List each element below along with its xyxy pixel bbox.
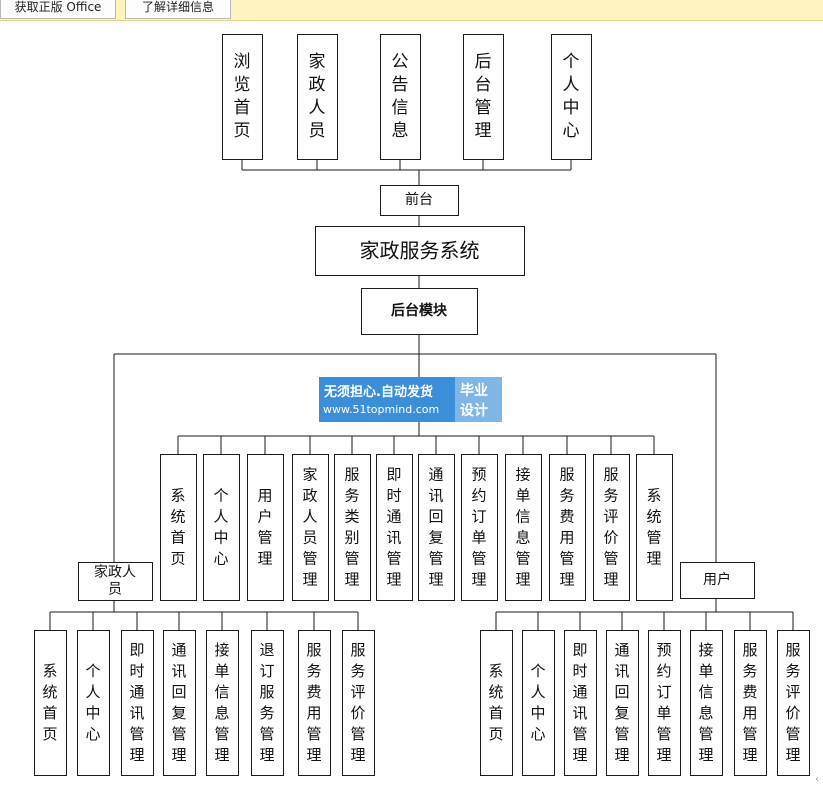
admin-module-11-label: 服务评价管理 xyxy=(603,466,618,589)
front-page-4: 后台管理 xyxy=(463,34,504,160)
staff-module-6-label: 退订服务管理 xyxy=(259,641,274,764)
staff-module-5: 接单信息管理 xyxy=(206,630,239,776)
admin-module-9: 接单信息管理 xyxy=(505,454,542,601)
user-node: 用户 xyxy=(680,562,755,599)
user-module-7-label: 服务费用管理 xyxy=(742,641,757,764)
admin-module-2-label: 个人中心 xyxy=(213,487,228,568)
user-module-2-label: 个人中心 xyxy=(530,662,545,743)
staff-node: 家政人员 xyxy=(78,562,153,601)
admin-module-11: 服务评价管理 xyxy=(593,454,630,601)
staff-module-1: 系统首页 xyxy=(34,630,67,776)
front-page-2-label: 家政人员 xyxy=(309,52,326,141)
connector-lines xyxy=(49,159,794,630)
user-module-1-label: 系统首页 xyxy=(488,662,503,743)
user-module-2: 个人中心 xyxy=(522,630,555,776)
user-module-4: 通讯回复管理 xyxy=(606,630,639,776)
front-node-label: 前台 xyxy=(405,191,433,208)
staff-module-3-label: 即时通讯管理 xyxy=(129,641,144,764)
staff-module-8-label: 服务评价管理 xyxy=(350,641,365,764)
admin-module-10-label: 服务费用管理 xyxy=(559,466,574,589)
user-module-6: 接单信息管理 xyxy=(690,630,723,776)
admin-module-5-label: 服务类别管理 xyxy=(344,466,359,589)
admin-module-12-label: 系统管理 xyxy=(646,487,661,568)
admin-module-12: 系统管理 xyxy=(636,454,673,601)
root-node: 家政服务系统 xyxy=(315,226,525,276)
staff-module-4: 通讯回复管理 xyxy=(163,630,196,776)
get-office-button[interactable]: 获取正版 Office xyxy=(0,0,116,19)
diagram-nodes: 浏览首页家政人员公告信息后台管理个人中心前台家政服务系统后台模块系统首页个人中心… xyxy=(34,34,810,776)
watermark-right-panel: 毕业 设计 xyxy=(455,377,502,422)
front-page-1-label: 浏览首页 xyxy=(234,52,251,141)
front-page-5: 个人中心 xyxy=(551,34,592,160)
admin-module-7: 通讯回复管理 xyxy=(418,454,455,601)
user-module-3: 即时通讯管理 xyxy=(564,630,597,776)
admin-module-3: 用户管理 xyxy=(247,454,284,601)
office-notification-bar: 获取正版 Office 了解详细信息 xyxy=(0,0,823,21)
user-module-1: 系统首页 xyxy=(480,630,513,776)
staff-module-6: 退订服务管理 xyxy=(251,630,284,776)
staff-module-1-label: 系统首页 xyxy=(42,662,57,743)
admin-module-2: 个人中心 xyxy=(203,454,240,601)
front-page-3-label: 公告信息 xyxy=(392,52,409,141)
staff-node-label: 家政人员 xyxy=(94,564,136,598)
staff-module-2: 个人中心 xyxy=(77,630,110,776)
admin-module-7-label: 通讯回复管理 xyxy=(428,466,443,589)
user-module-5-label: 预约订单管理 xyxy=(656,641,671,764)
admin-module-1-label: 系统首页 xyxy=(170,487,185,568)
user-module-7: 服务费用管理 xyxy=(734,630,767,776)
staff-module-5-label: 接单信息管理 xyxy=(214,641,229,764)
front-page-3: 公告信息 xyxy=(380,34,421,160)
watermark-left-panel: 无须担心.自动发货 www.51topmind.com xyxy=(319,377,455,422)
front-page-2: 家政人员 xyxy=(297,34,338,160)
watermark-side-bottom: 设计 xyxy=(460,403,488,419)
resize-corner-icon: ‹ xyxy=(815,774,819,785)
watermark-side-top: 毕业 xyxy=(460,383,488,399)
admin-module-8-label: 预约订单管理 xyxy=(471,466,486,589)
front-page-5-label: 个人中心 xyxy=(563,52,580,141)
admin-module-9-label: 接单信息管理 xyxy=(515,466,530,589)
staff-module-4-label: 通讯回复管理 xyxy=(171,641,186,764)
user-module-3-label: 即时通讯管理 xyxy=(572,641,587,764)
front-page-1: 浏览首页 xyxy=(222,34,263,160)
front-page-4-label: 后台管理 xyxy=(475,52,492,141)
backend-node-label: 后台模块 xyxy=(391,302,448,319)
front-node: 前台 xyxy=(380,185,459,216)
admin-module-6: 即时通讯管理 xyxy=(376,454,413,601)
user-module-8: 服务评价管理 xyxy=(777,630,810,776)
staff-module-7-label: 服务费用管理 xyxy=(306,641,321,764)
staff-module-2-label: 个人中心 xyxy=(85,662,100,743)
admin-module-4-label: 家政人员管理 xyxy=(302,466,317,589)
watermark-slogan: 无须担心.自动发货 xyxy=(324,385,433,400)
learn-more-button[interactable]: 了解详细信息 xyxy=(125,0,231,19)
staff-module-8: 服务评价管理 xyxy=(342,630,375,776)
admin-module-6-label: 即时通讯管理 xyxy=(386,466,401,589)
user-module-8-label: 服务评价管理 xyxy=(785,641,800,764)
admin-module-1: 系统首页 xyxy=(160,454,197,601)
root-node-label: 家政服务系统 xyxy=(360,239,480,263)
watermark-url: www.51topmind.com xyxy=(323,403,440,416)
admin-module-8: 预约订单管理 xyxy=(461,454,498,601)
staff-module-7: 服务费用管理 xyxy=(298,630,331,776)
user-module-6-label: 接单信息管理 xyxy=(698,641,713,764)
staff-module-3: 即时通讯管理 xyxy=(121,630,154,776)
admin-module-10: 服务费用管理 xyxy=(549,454,586,601)
admin-module-3-label: 用户管理 xyxy=(257,487,272,568)
admin-module-4: 家政人员管理 xyxy=(292,454,329,601)
user-module-5: 预约订单管理 xyxy=(648,630,681,776)
watermark-badge: 无须担心.自动发货 www.51topmind.com 毕业 设计 xyxy=(319,377,502,422)
admin-module-5: 服务类别管理 xyxy=(334,454,371,601)
user-module-4-label: 通讯回复管理 xyxy=(614,641,629,764)
user-node-label: 用户 xyxy=(703,571,731,588)
backend-node: 后台模块 xyxy=(361,288,478,335)
